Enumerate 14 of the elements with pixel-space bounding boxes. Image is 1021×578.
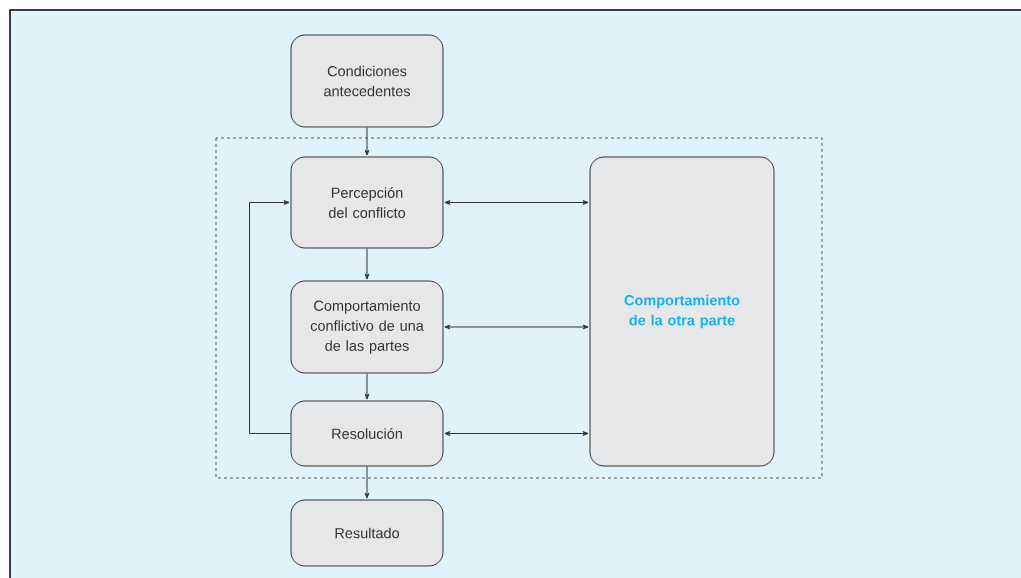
- process-box: Condiciones antecedentes: [290, 34, 444, 128]
- arrow: [444, 431, 589, 436]
- process-box: Percepción del conflicto: [290, 156, 444, 249]
- arrow: [249, 200, 291, 434]
- process-box: Comportamiento conflictivo de una de las partes: [290, 280, 444, 374]
- process-box: Comportamiento de la otra parte: [589, 156, 775, 467]
- process-box: Resultado: [290, 499, 444, 567]
- arrow: [364, 466, 370, 499]
- arrow: [364, 248, 370, 280]
- arrow: [444, 324, 589, 330]
- arrow: [444, 200, 589, 205]
- process-box: Resolución: [290, 400, 444, 467]
- arrow: [364, 373, 370, 400]
- arrow: [364, 127, 370, 156]
